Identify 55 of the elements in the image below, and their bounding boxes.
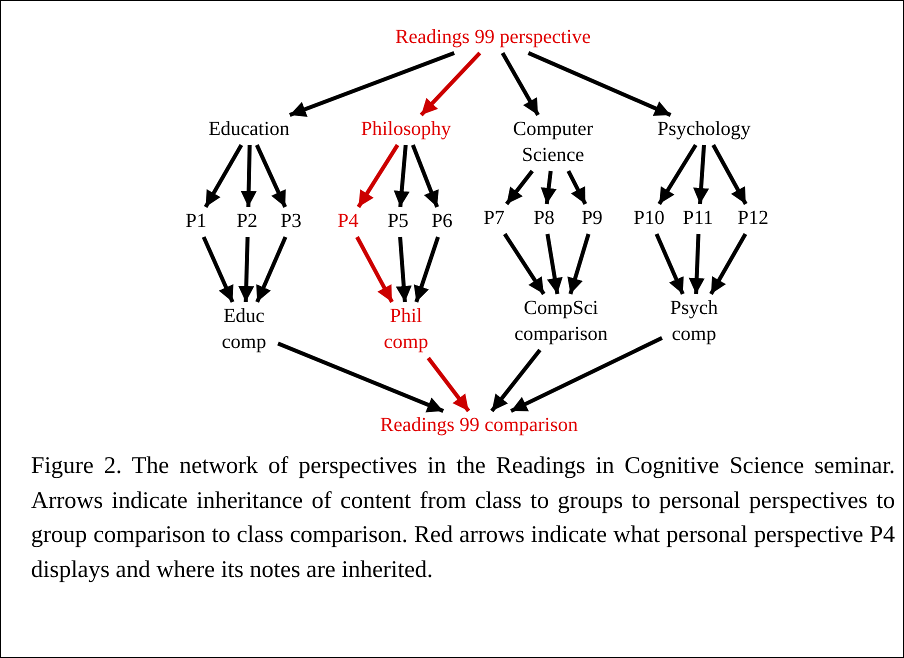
arrow (654, 233, 685, 295)
node-label: P3 (280, 209, 302, 234)
node-label: P1 (185, 209, 207, 234)
arrow (420, 52, 482, 116)
arrow (490, 348, 542, 412)
arrow (566, 170, 588, 205)
arrow (540, 170, 557, 204)
arrow (355, 236, 394, 303)
arrow (658, 144, 698, 206)
node-label: P9 (581, 206, 603, 231)
arrow (712, 144, 748, 205)
node-label: Readings 99 comparison (380, 413, 578, 438)
arrow (414, 236, 440, 303)
node-label: P7 (483, 206, 505, 231)
node-label: Computer Science (512, 117, 594, 168)
node-label: Education (208, 117, 290, 142)
node-label: Psych comp (669, 296, 719, 347)
arrow (238, 236, 254, 302)
node-label: Readings 99 perspective (395, 25, 591, 50)
arrow (394, 144, 410, 208)
node-label: P8 (533, 206, 555, 231)
node-label: P10 (633, 206, 665, 231)
arrow (546, 234, 563, 294)
node-label: Psychology (657, 117, 751, 142)
node-label: CompSci comparison (513, 296, 609, 347)
arrow (567, 233, 590, 295)
node-label: P11 (682, 206, 714, 231)
node-label: Philosophy (360, 117, 452, 142)
arrow (709, 233, 748, 295)
caption: Figure 2. The network of perspectives in the Readings in Cognitive Science seminar. Arrows indicate inheritance of content from class to groups to personal perspectives to group comparison to class comparison. Red arrows indicate what personal perspective P4 displays and where its notes are inherited. (31, 452, 895, 584)
arrow (505, 170, 534, 206)
arrow (528, 51, 672, 117)
node-label: Educ comp (220, 304, 268, 355)
arrow (688, 234, 705, 294)
arrow (255, 236, 288, 303)
node-label: P4 (337, 209, 359, 234)
node-label: P12 (737, 206, 769, 231)
arrow (426, 356, 470, 412)
arrow (289, 51, 455, 117)
arrow (510, 336, 663, 413)
arrow (356, 144, 400, 208)
node-label: P6 (431, 209, 453, 234)
arrow (204, 144, 244, 208)
arrow (255, 144, 287, 208)
arrow (411, 144, 439, 208)
node-label: P5 (387, 209, 409, 234)
arrow (202, 236, 234, 303)
arrow (693, 144, 710, 204)
arrow (396, 236, 412, 302)
arrow (240, 144, 257, 208)
node-label: Phil comp (382, 304, 430, 355)
node-label: P2 (236, 209, 258, 234)
arrow (500, 52, 540, 116)
arrow (503, 232, 546, 296)
arrow (277, 342, 444, 413)
